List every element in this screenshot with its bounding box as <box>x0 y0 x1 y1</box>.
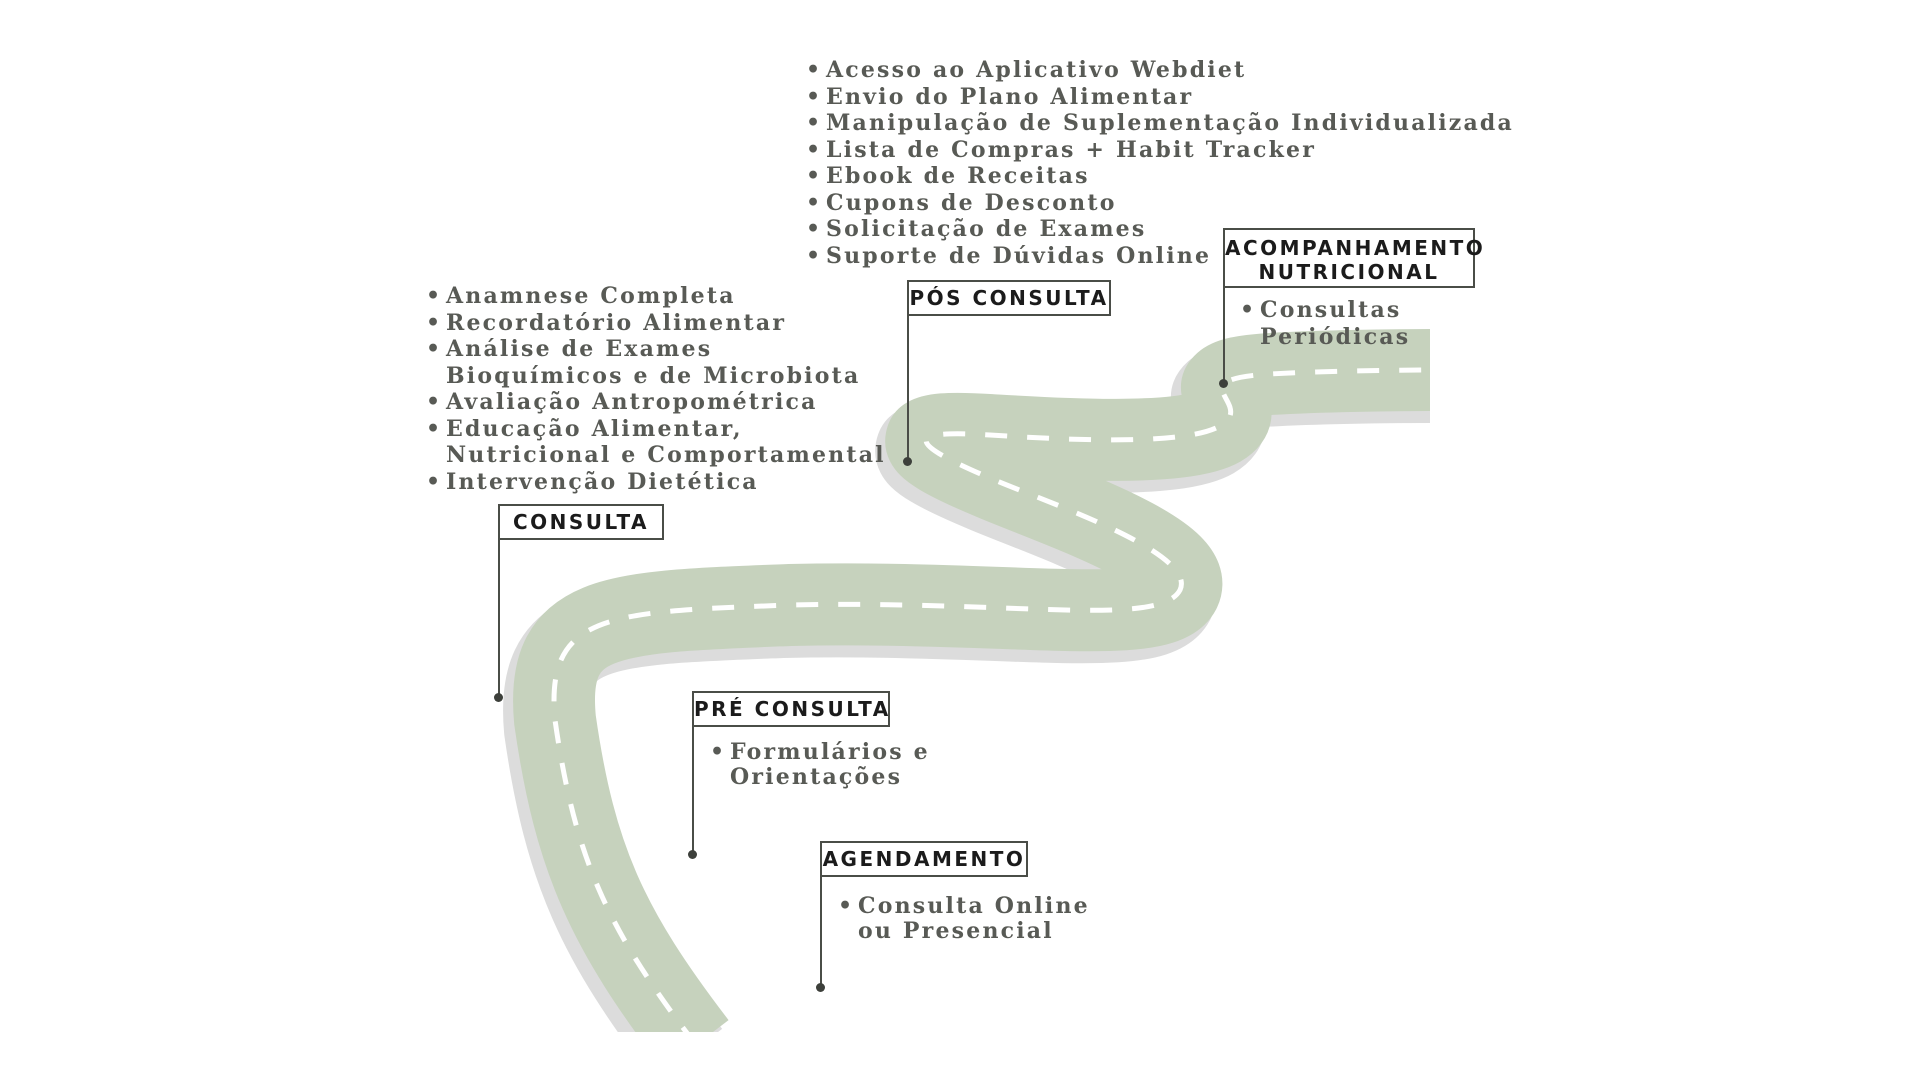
connector-agendamento <box>820 874 822 988</box>
stage-label-pos-consulta-line: PÓS CONSULTA <box>909 286 1109 310</box>
consulta-item: Análise de Exames Bioquímicos e de Micro… <box>426 336 886 389</box>
road-pin-agendamento <box>816 983 825 992</box>
pre-consulta-items: Formulários e Orientações <box>710 740 940 790</box>
road-pin-pos-consulta <box>903 457 912 466</box>
road-pin-acompanhamento <box>1219 379 1228 388</box>
agendamento-items: Consulta Online ou Presencial <box>838 894 1098 944</box>
connector-pos-consulta <box>907 313 909 461</box>
connector-pre-consulta <box>692 724 694 854</box>
consulta-items: Anamnese Completa Recordatório Alimentar… <box>426 283 886 495</box>
stage-label-acompanhamento-line-1: ACOMPANHAMENTO <box>1225 236 1486 260</box>
pre-consulta-item: Formulários e Orientações <box>710 740 940 790</box>
stage-label-acompanhamento-line-2: NUTRICIONAL <box>1258 260 1440 284</box>
pos-consulta-items: Acesso ao Aplicativo Webdiet Envio do Pl… <box>806 57 1526 269</box>
stage-label-pre-consulta-line: PRÉ CONSULTA <box>694 697 891 721</box>
stage-label-pre-consulta: PRÉ CONSULTA <box>692 691 890 727</box>
connector-acompanhamento <box>1223 286 1225 384</box>
pos-consulta-item: Ebook de Receitas <box>806 163 1526 190</box>
consulta-item: Educação Alimentar, Nutricional e Compor… <box>426 416 886 469</box>
consulta-item: Anamnese Completa <box>426 283 886 310</box>
stage-label-agendamento: AGENDAMENTO <box>820 841 1028 877</box>
stage-label-acompanhamento: ACOMPANHAMENTO NUTRICIONAL <box>1223 228 1486 288</box>
road-pin-consulta <box>494 693 503 702</box>
road-center-line <box>551 367 1430 1032</box>
pos-consulta-item: Manipulação de Suplementação Individuali… <box>806 110 1526 137</box>
pos-consulta-item: Solicitação de Exames <box>806 216 1526 243</box>
acompanhamento-items: Consultas Periódicas <box>1240 297 1540 350</box>
stage-label-consulta-line: CONSULTA <box>512 510 650 534</box>
road-pin-pre-consulta <box>688 850 697 859</box>
pos-consulta-item: Acesso ao Aplicativo Webdiet <box>806 57 1526 84</box>
agendamento-item: Consulta Online ou Presencial <box>838 894 1098 944</box>
connector-consulta <box>498 537 500 697</box>
consulta-item: Recordatório Alimentar <box>426 310 886 337</box>
stage-label-agendamento-line: AGENDAMENTO <box>822 847 1026 871</box>
pos-consulta-item: Suporte de Dúvidas Online <box>806 243 1526 270</box>
consulta-item: Intervenção Dietética <box>426 469 886 496</box>
consulta-item: Avaliação Antropométrica <box>426 389 886 416</box>
pos-consulta-item: Envio do Plano Alimentar <box>806 84 1526 111</box>
pos-consulta-item: Cupons de Desconto <box>806 190 1526 217</box>
acompanhamento-item: Consultas Periódicas <box>1240 297 1540 350</box>
pos-consulta-item: Lista de Compras + Habit Tracker <box>806 137 1526 164</box>
stage-label-pos-consulta: PÓS CONSULTA <box>907 280 1111 316</box>
stage-label-consulta: CONSULTA <box>498 504 664 540</box>
